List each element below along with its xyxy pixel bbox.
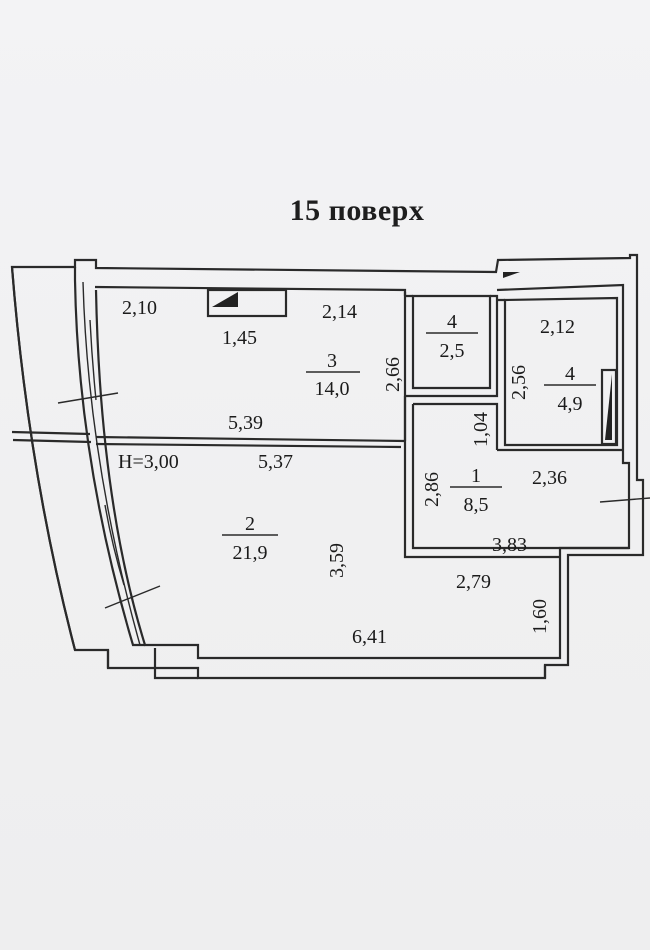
- dimension-labels: 2,10 1,45 2,14 2,66 5,39 5,37 2,12 2,56 …: [122, 297, 575, 648]
- room-1-number: 1: [471, 465, 481, 487]
- room-3-number: 3: [327, 350, 337, 372]
- bathroom-big-outer: [497, 298, 623, 452]
- room-2-area: 21,9: [233, 542, 268, 564]
- room-labels: 3 14,0 4 2,5 4 4,9 1 8,5 2 21,9 H=3,00: [118, 311, 596, 564]
- dim-1-04: 1,04: [470, 412, 492, 447]
- room-4a-area: 2,5: [440, 340, 465, 362]
- room-2-number: 2: [245, 513, 255, 535]
- hallway-walls: [403, 396, 629, 559]
- ventilation-shaft: [206, 288, 288, 318]
- dim-2-56: 2,56: [508, 365, 530, 400]
- wall-room3-room2: [95, 435, 406, 449]
- dim-2-36: 2,36: [532, 467, 567, 489]
- window-marker-upper: [89, 319, 97, 401]
- room-4a-number: 4: [447, 311, 457, 333]
- dim-3-59: 3,59: [326, 543, 348, 578]
- room-3-area: 14,0: [315, 378, 350, 400]
- bottom-notch-left: [106, 648, 198, 680]
- dim-2-66: 2,66: [382, 357, 404, 392]
- bathroom-ventilation-mark: [605, 374, 612, 440]
- ceiling-height-label: H=3,00: [118, 451, 179, 473]
- dim-3-83: 3,83: [492, 534, 527, 556]
- room-4b-number: 4: [565, 363, 575, 385]
- window-tick-lower: [104, 585, 161, 609]
- dim-2-12: 2,12: [540, 316, 575, 338]
- hallway-top-wall: [413, 402, 499, 450]
- dim-2-14: 2,14: [322, 301, 357, 323]
- dim-1-45: 1,45: [222, 327, 257, 349]
- shaft-mark: [212, 292, 238, 307]
- window-marker-lower: [104, 504, 125, 586]
- dim-5-39: 5,39: [228, 412, 263, 434]
- top-shaft-mark: [503, 272, 520, 278]
- dim-2-79: 2,79: [456, 571, 491, 593]
- window-tick-right: [599, 497, 650, 503]
- bathroom-small-outer: [405, 294, 499, 398]
- balcony-window-line: [82, 281, 141, 646]
- dim-1-60: 1,60: [529, 599, 551, 634]
- room-1-area: 8,5: [464, 494, 489, 516]
- dim-2-86: 2,86: [421, 472, 443, 507]
- room-4b-area: 4,9: [558, 393, 583, 415]
- balcony-inner-wall: [73, 267, 145, 647]
- floor-title: 15 поверх: [290, 194, 425, 227]
- bathroom-ventilation: [600, 368, 618, 446]
- bathroom-small-walls: [411, 294, 492, 390]
- interior-walls: [95, 272, 629, 559]
- balcony-divider: [11, 430, 92, 444]
- dim-5-37: 5,37: [258, 451, 293, 473]
- dim-2-10: 2,10: [122, 297, 157, 319]
- dim-6-41: 6,41: [352, 626, 387, 648]
- balcony-outer-wall: [10, 266, 77, 651]
- window-tick-upper: [57, 392, 119, 404]
